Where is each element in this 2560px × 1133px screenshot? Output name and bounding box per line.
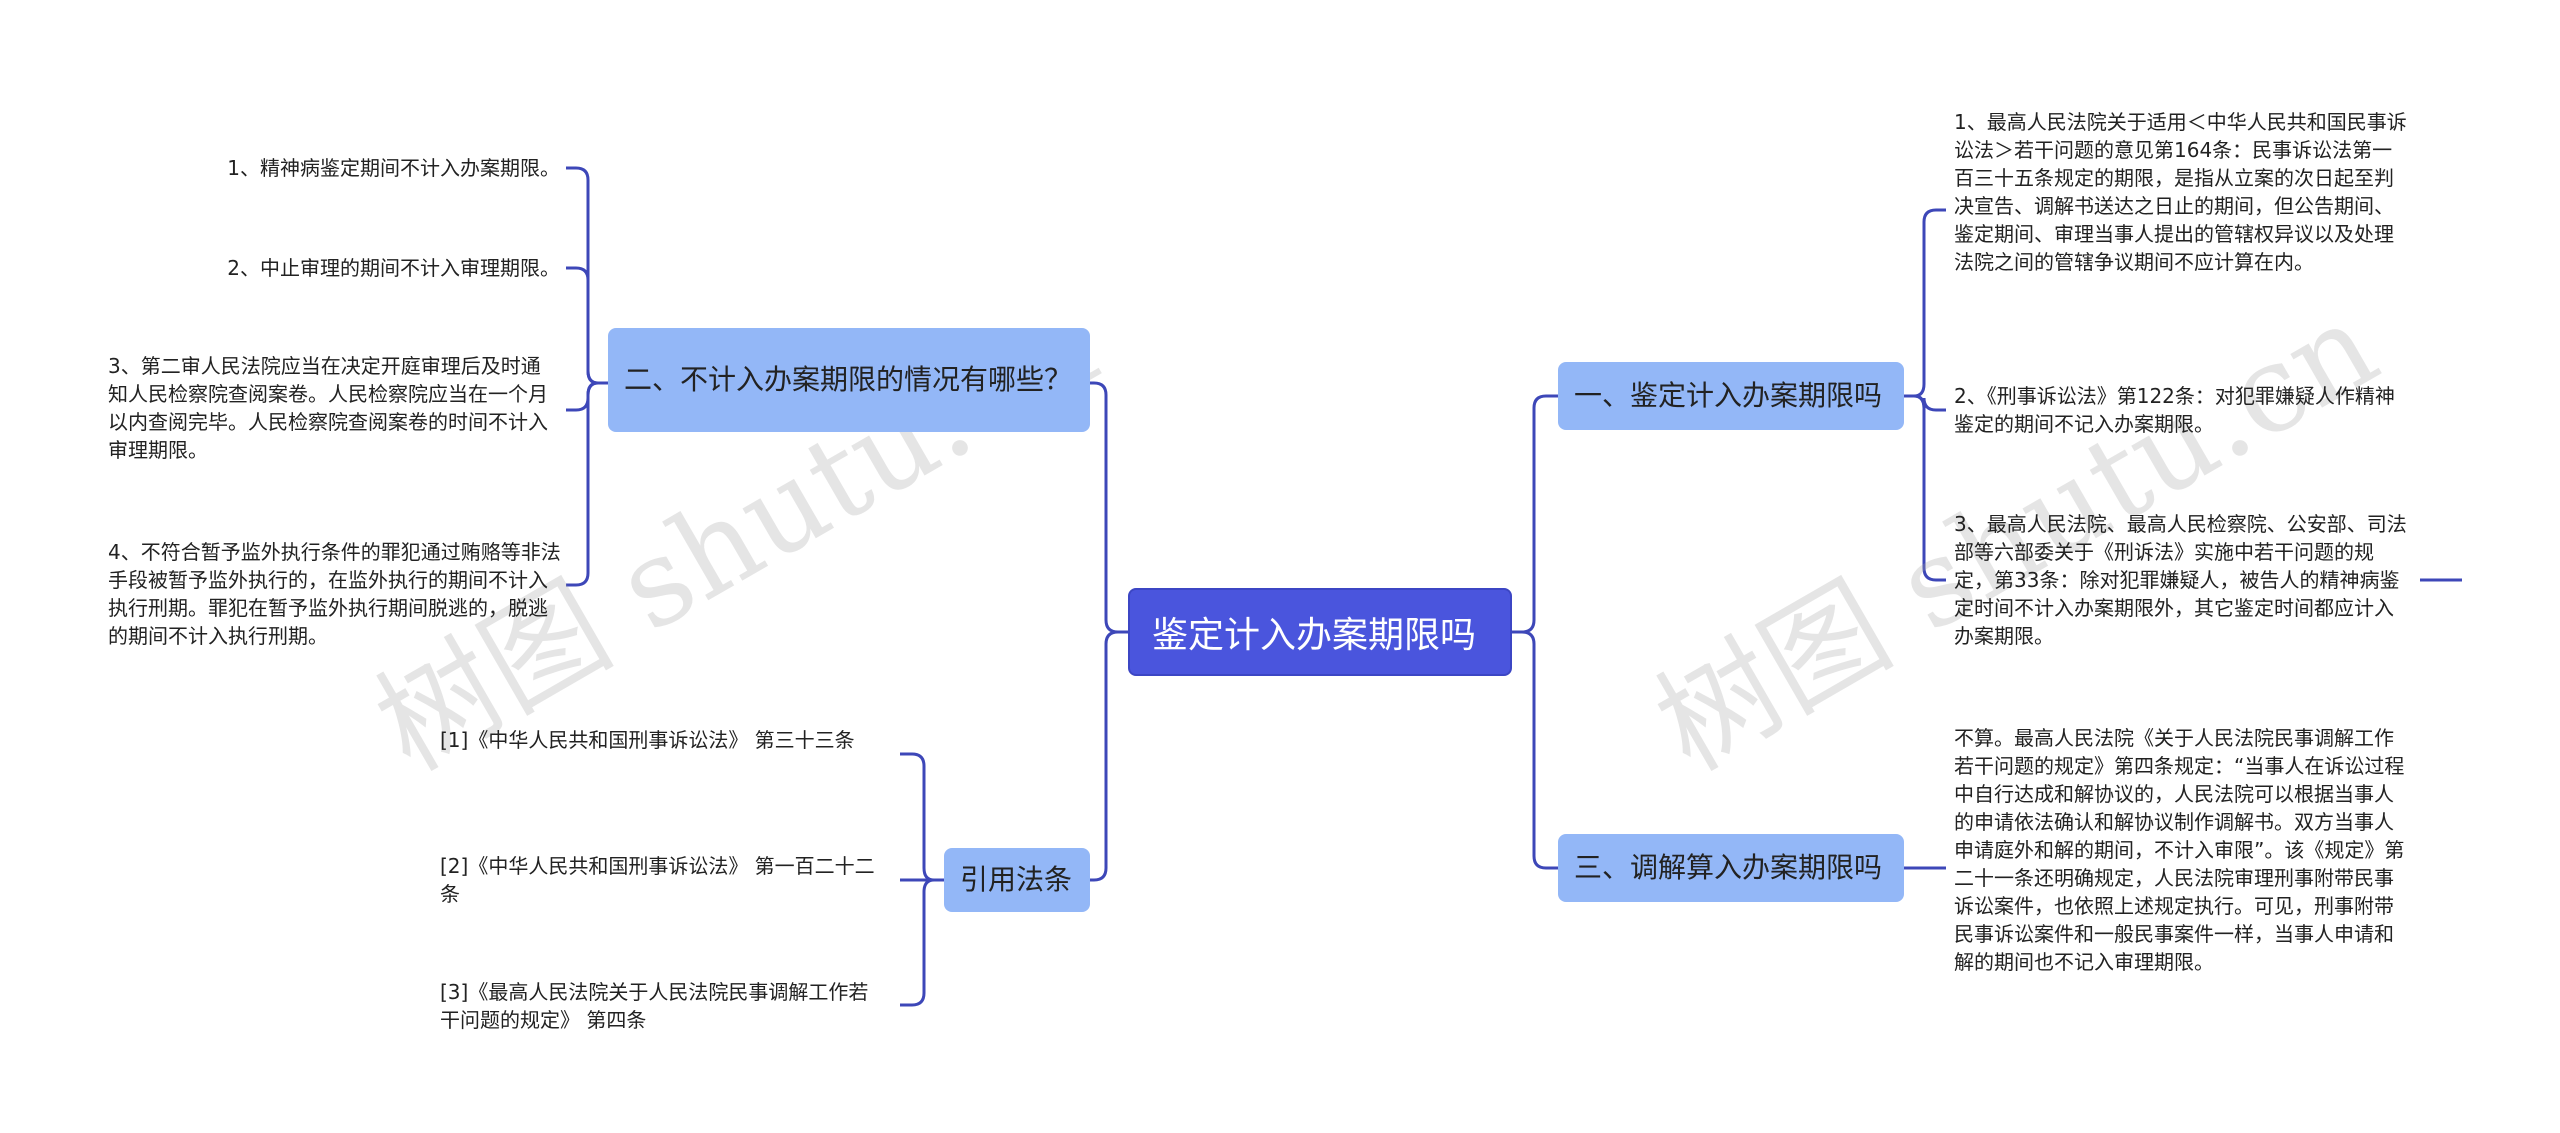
leaf-rb1-2: 2、《刑事诉讼法》第122条：对犯罪嫌疑人作精神鉴定的期间不记入办案期限。 <box>1954 384 2395 436</box>
leaf-lb1-1: 1、精神病鉴定期间不计入办案期限。 <box>227 156 560 180</box>
leaf-lb1-4: 4、不符合暂予监外执行条件的罪犯通过贿赂等非法手段被暂予监外执行的，在监外执行的… <box>108 540 561 648</box>
root-label: 鉴定计入办案期限吗 <box>1152 615 1477 656</box>
branch-cited-articles[interactable]: 引用法条 <box>944 848 1090 912</box>
leaf-lb2-2: [2]《中华人民共和国刑事诉讼法》 第一百二十二条 <box>440 854 875 906</box>
link-root-right-1 <box>1512 394 1558 634</box>
leaf-lb1-2: 2、中止审理的期间不计入审理期限。 <box>227 256 560 280</box>
link-lb1-c4 <box>566 381 608 587</box>
link-lb2-c3 <box>900 878 944 1007</box>
link-root-right-2 <box>1512 630 1558 870</box>
root-node[interactable]: 鉴定计入办案期限吗 <box>1128 588 1512 676</box>
link-lb1-c2 <box>566 266 608 385</box>
leaf-rb1-3: 3、最高人民法院、最高人民检察院、公安部、司法部等六部委关于《刑诉法》实施中若干… <box>1954 512 2407 648</box>
link-rb1-c3 <box>1904 394 1946 582</box>
leaf-lb2-1: [1]《中华人民共和国刑事诉讼法》 第三十三条 <box>440 728 855 752</box>
branch-label: 一、鉴定计入办案期限吗 <box>1574 379 1883 412</box>
branch-mediation-counted[interactable]: 三、调解算入办案期限吗 <box>1558 834 1904 902</box>
leaf-rb1-1: 1、最高人民法院关于适用＜中华人民共和国民事诉讼法＞若干问题的意见第164条：民… <box>1954 110 2407 274</box>
link-rb1-c1 <box>1904 208 1946 398</box>
branch-not-counted-cases[interactable]: 二、不计入办案期限的情况有哪些？ <box>608 328 1090 432</box>
leaf-lb2-3: [3]《最高人民法院关于人民法院民事调解工作若干问题的规定》 第四条 <box>440 980 869 1032</box>
branch-label: 三、调解算入办案期限吗 <box>1574 851 1883 884</box>
link-lb2-c1 <box>900 752 944 882</box>
leaf-lb1-3: 3、第二审人民法院应当在决定开庭审理后及时通知人民检察院查阅案卷。人民检察院应当… <box>108 354 548 462</box>
branch-label: 二、不计入办案期限的情况有哪些？ <box>624 363 1073 396</box>
link-root-left-1 <box>1090 381 1128 634</box>
leaf-rb2-1: 不算。最高人民法院《关于人民法院民事调解工作若干问题的规定》第四条规定：“当事人… <box>1954 726 2405 974</box>
link-root-left-2 <box>1090 630 1128 882</box>
branch-appraisal-counted[interactable]: 一、鉴定计入办案期限吗 <box>1558 362 1904 430</box>
branch-label: 引用法条 <box>960 863 1073 896</box>
